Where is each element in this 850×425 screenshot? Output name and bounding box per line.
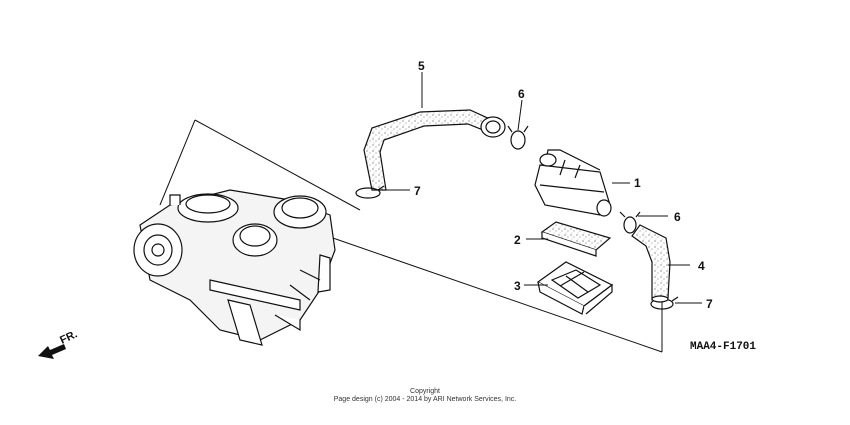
front-arrow-icon: FR. [38, 328, 79, 359]
filter-element-part-2 [540, 221, 612, 257]
callout-6-upper: 6 [518, 87, 525, 101]
callout-5: 5 [418, 59, 425, 73]
callout-4: 4 [698, 259, 705, 273]
carburetor-assembly [133, 189, 336, 346]
copyright-heading: Copyright [410, 388, 440, 395]
copyright-notice: Page design (c) 2004 - 2014 by ARI Netwo… [333, 396, 517, 403]
hose-part-5 [363, 109, 506, 191]
bracket-lines [159, 119, 663, 353]
callout-6-lower: 6 [674, 210, 681, 224]
diagram-code: MAA4-F1701 [690, 341, 756, 353]
filter-cover-part-3 [536, 261, 614, 315]
clip-part-6-lower [619, 211, 641, 234]
callout-2: 2 [514, 233, 521, 247]
clip-part-7-upper [355, 185, 385, 199]
callout-1: 1 [634, 176, 641, 190]
clip-part-6-upper [507, 125, 529, 150]
callout-7-lower: 7 [706, 297, 713, 311]
hose-part-4 [631, 224, 671, 303]
front-direction-label: FR. [58, 328, 79, 346]
callout-7-upper: 7 [414, 184, 421, 198]
callout-3: 3 [514, 279, 521, 293]
leader-lines [384, 72, 702, 304]
filter-case-part-1 [534, 149, 612, 217]
